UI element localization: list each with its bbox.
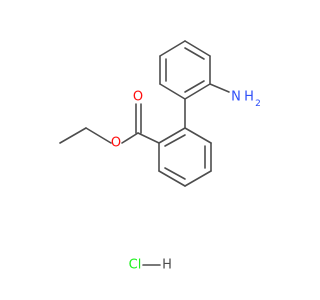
bond-ring-a-1 <box>158 127 186 144</box>
bond-ethyl-ch3-ch2 <box>59 127 87 144</box>
bond-ring-b-inner-2 <box>184 47 205 60</box>
bond-ring-b-3 <box>159 40 186 57</box>
chlorine-label: Cl <box>129 258 142 273</box>
amine-hydrogen-label: H <box>244 90 254 105</box>
bond-ring-a-2 <box>184 127 212 144</box>
bond-o-carbonyl <box>121 132 139 144</box>
bond-ring-a-inner-3 <box>164 167 186 180</box>
bond-ring-a-inner-1 <box>164 134 186 147</box>
bond-ring-a-4 <box>184 170 212 187</box>
bond-ring-a-5 <box>158 170 186 187</box>
bond-ring-b-4 <box>184 40 211 57</box>
bond-ring-b-1 <box>159 83 186 100</box>
amine-hydrogen-subscript: 2 <box>255 99 261 109</box>
ester-oxygen-label: O <box>111 136 121 151</box>
amine-nitrogen-label: N <box>231 90 241 105</box>
bond-ring-b-inner-3 <box>184 80 205 93</box>
bond-ring-b-6 <box>184 83 211 100</box>
hydrogen-label: H <box>162 258 172 273</box>
carbonyl-oxygen-label: O <box>133 90 143 105</box>
structure-canvas: O O N H 2 Cl H <box>59 40 261 273</box>
bond-ethyl-ch2-o <box>85 127 112 144</box>
molecule-diagram: O O N H 2 Cl H <box>59 40 261 273</box>
bond-carbonyl-ring <box>137 132 160 144</box>
bond-ring-nitrogen <box>209 83 230 93</box>
